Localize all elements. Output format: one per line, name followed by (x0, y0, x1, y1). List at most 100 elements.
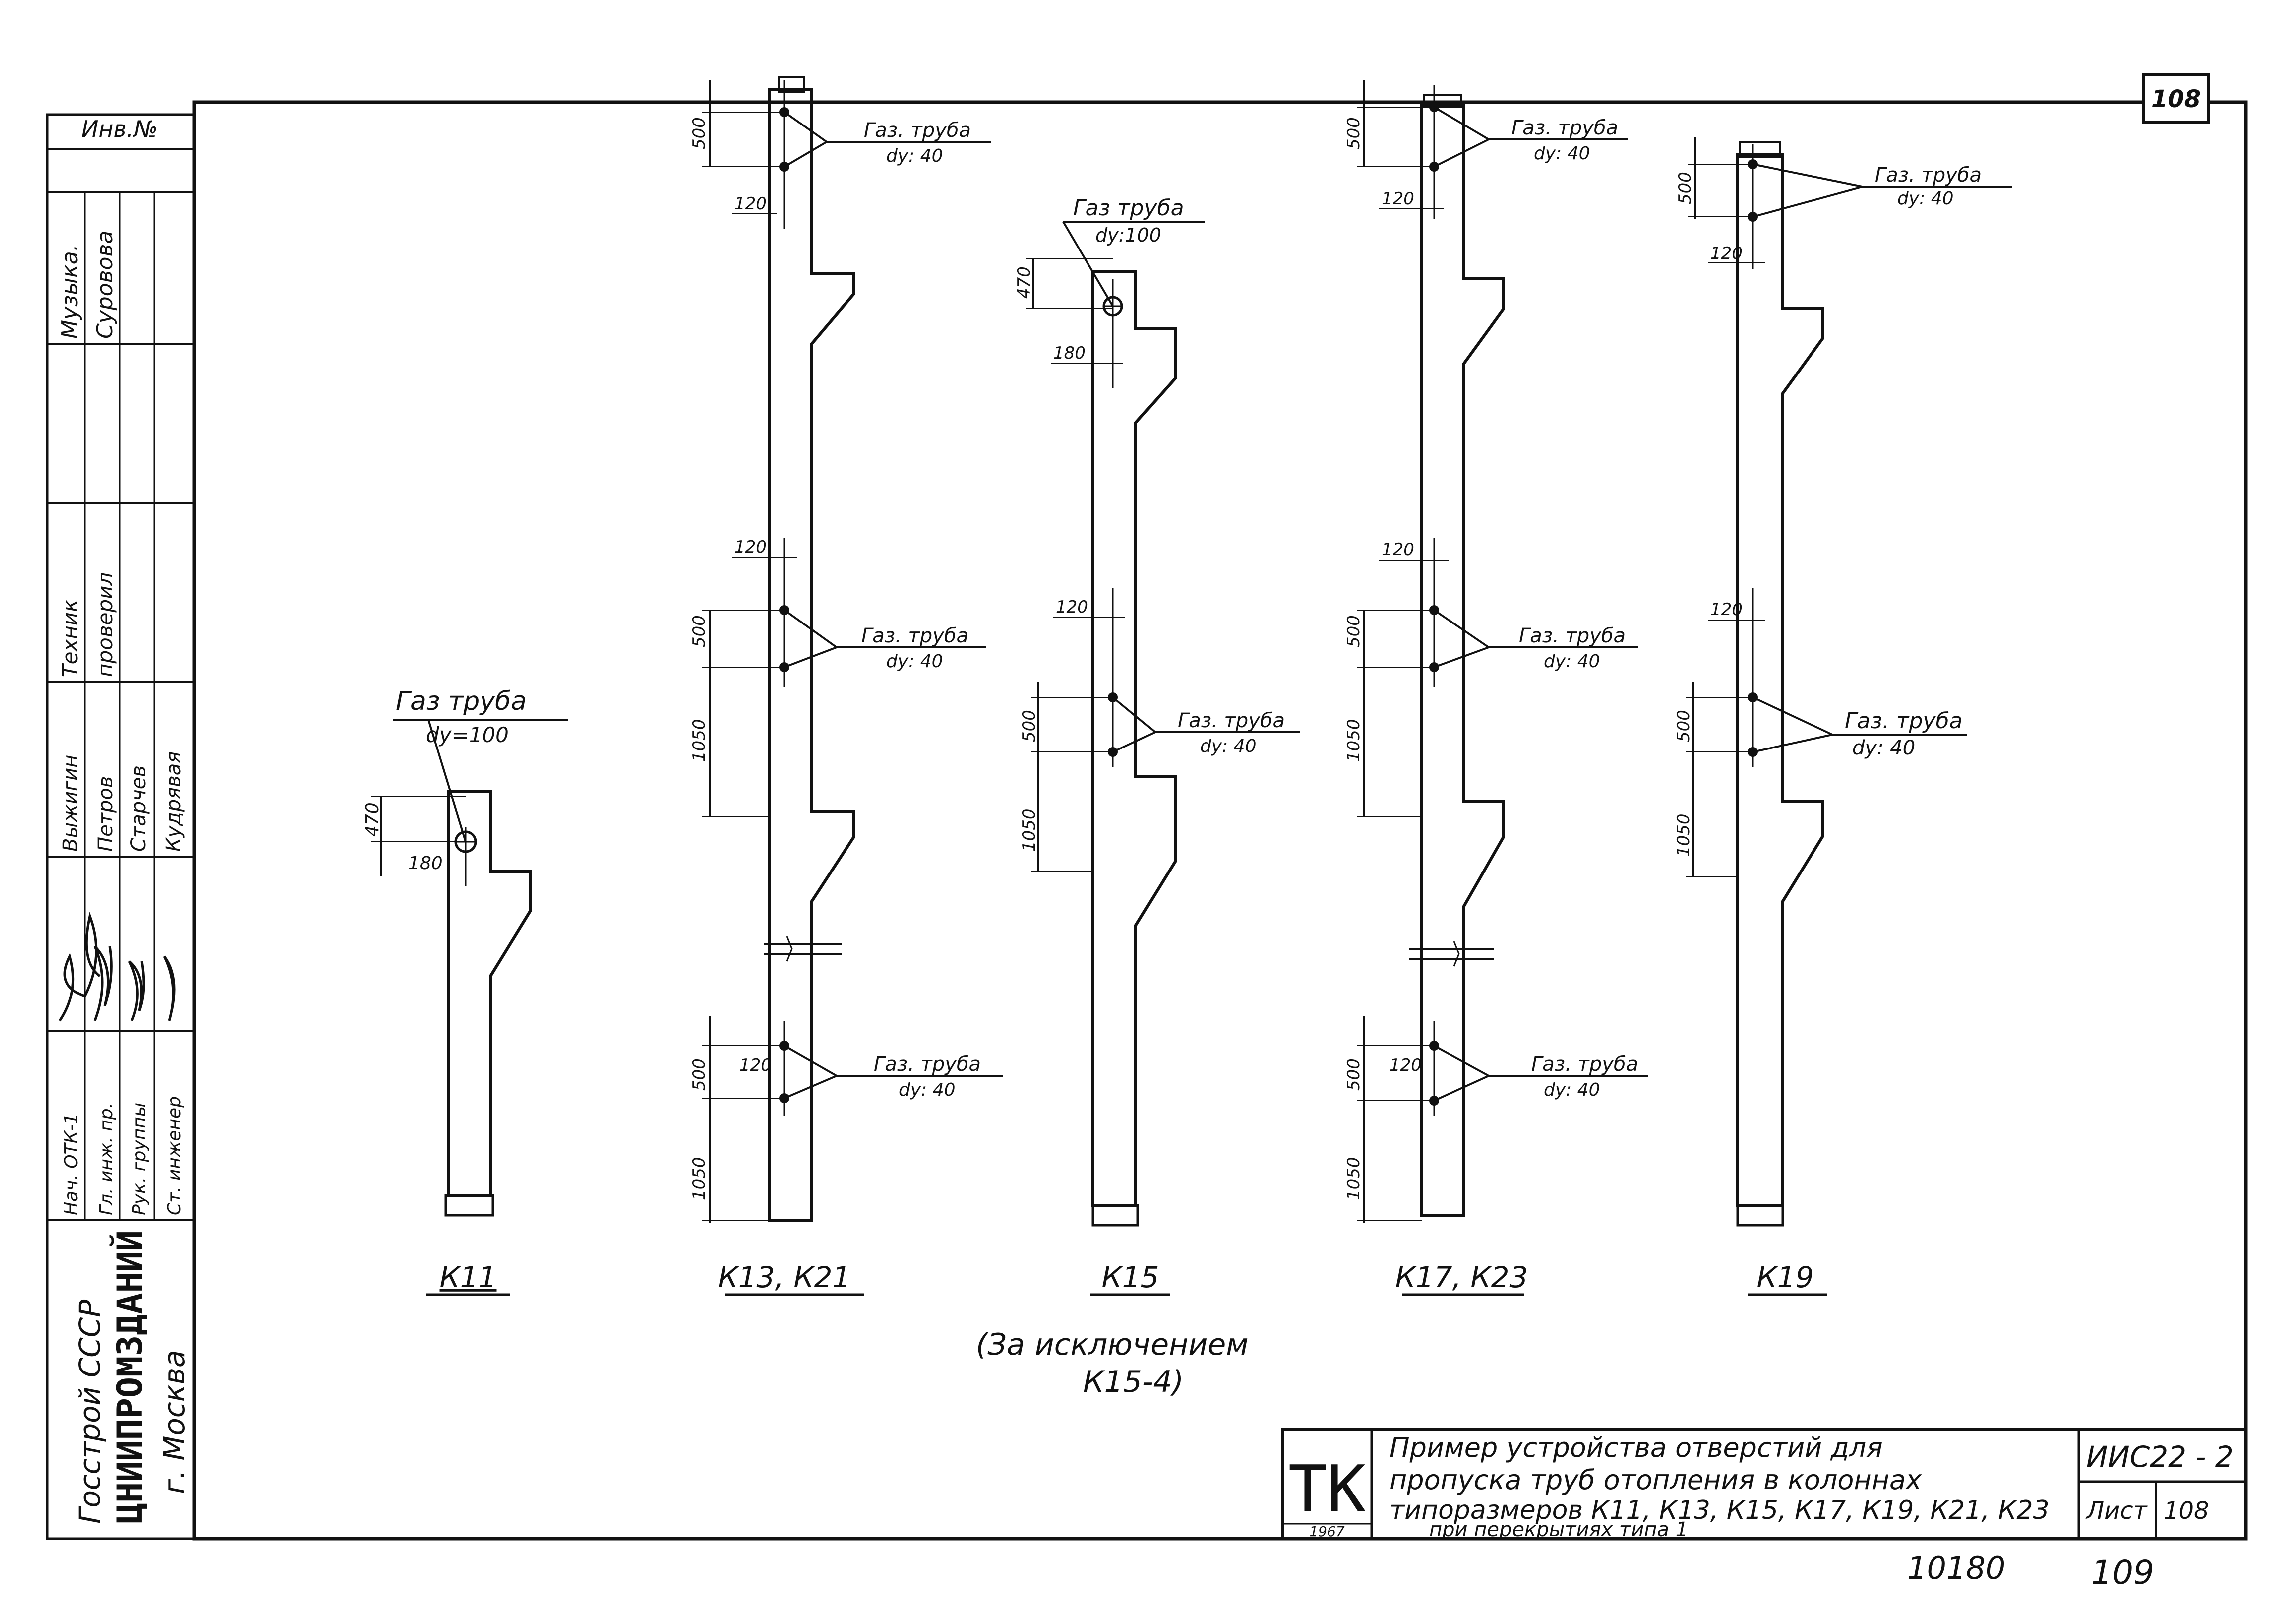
title-line-4: при перекрытиях типа 1 (1429, 1518, 1688, 1541)
note-exception-line1: (За исключением (976, 1327, 1249, 1362)
k13-pipe-dy-2: dy: 40 (886, 651, 943, 672)
label-k13-k21: К13, К21 (718, 1260, 851, 1294)
corner-number-box (2142, 73, 2210, 124)
dim-k15-120: 120 (1056, 597, 1088, 617)
dim-k15-500: 500 (1019, 710, 1039, 742)
k15-pipe-dy-1: dy:100 (1095, 224, 1161, 246)
title-line-1: Пример устройства отверстий для (1389, 1432, 1883, 1463)
dim-k15-470: 470 (1014, 266, 1034, 299)
stamp-person-starchev: Старчев (127, 765, 150, 852)
org-gosstroy: Госстрой СССР (73, 1300, 107, 1524)
k11-pipe-label: Газ труба (396, 686, 527, 716)
org-moscow: г. Москва (157, 1350, 191, 1494)
signature-scribble-2 (93, 945, 113, 1021)
archive-number: 10180 (1907, 1550, 2005, 1586)
title-block: ТК 1967 Пример устройства отверстий для … (1281, 1428, 2247, 1541)
k15-pipe-label-2: Газ. труба (1178, 709, 1285, 732)
dim-k11-180: 180 (408, 853, 443, 873)
dim-k11-470: 470 (363, 802, 383, 837)
k13-pipe-dy-1: dy: 40 (886, 146, 943, 166)
stamp-position-4: Ст. инженер (164, 1096, 185, 1215)
k15-pipe-dy-2: dy: 40 (1200, 736, 1257, 756)
stamp-role-checked: проверил (93, 572, 117, 677)
dim-k15-180: 180 (1053, 343, 1086, 363)
inventory-label: Инв.№ (81, 116, 158, 142)
title-line-3: типоразмеров К11, К13, К15, К17, К19, К2… (1389, 1495, 2050, 1525)
k17-pipe-label-1: Газ. труба (1511, 117, 1618, 139)
label-k15: К15 (1102, 1260, 1159, 1294)
sheet-number: 108 (2164, 1497, 2209, 1525)
k19-pipe-label-2: Газ. труба (1845, 708, 1963, 734)
stamp-person-vyzhigin: Выжигин (59, 755, 82, 852)
dim-k17-500-mid: 500 (1344, 615, 1364, 647)
dim-k17-1050-mid: 1050 (1344, 719, 1364, 762)
dim-k19-120-mid: 120 (1710, 600, 1743, 620)
k19-pipe-dy-1: dy: 40 (1897, 188, 1954, 209)
org-cniipromzdaniy: ЦНИИПРОМЗДАНИЙ (110, 1230, 150, 1524)
k19-pipe-label-1: Газ. труба (1875, 164, 1982, 187)
dim-k19-120-top: 120 (1710, 244, 1743, 263)
column-k17-k23: 500 120 120 500 1050 500 120 1050 Газ. т… (1344, 80, 1648, 1223)
dim-k13-500-mid: 500 (689, 615, 709, 647)
stamp-position-1: Нач. ОТК-1 (61, 1113, 82, 1215)
title-year: 1967 (1309, 1523, 1344, 1540)
dim-k19-500-mid: 500 (1674, 710, 1693, 742)
k17-pipe-label-3: Газ. труба (1531, 1053, 1638, 1076)
dim-k17-120-mid: 120 (1382, 540, 1414, 560)
k11-pipe-dy: dy=100 (426, 723, 509, 747)
k13-pipe-dy-3: dy: 40 (899, 1080, 956, 1100)
dim-k13-120-mid: 120 (734, 537, 767, 557)
tk-logo: ТК (1288, 1451, 1366, 1527)
corner-sheet-number: 108 (2151, 85, 2201, 113)
side-stamp: Инв.№ Музыка. Суровова Техник проверил В… (46, 113, 196, 1540)
column-k11: 470 180 Газ труба dy=100 (363, 686, 568, 1217)
stamp-person-petrov: Петров (94, 776, 117, 852)
stamp-role-technik: Техник (58, 599, 82, 677)
k13-pipe-label-2: Газ. труба (861, 624, 968, 647)
k17-pipe-dy-2: dy: 40 (1544, 651, 1600, 672)
sheet-label: Лист (2085, 1497, 2148, 1525)
signature-scribble-4 (163, 955, 176, 1021)
column-k19: 500 120 120 500 1050 Газ. труба dy: 40 Г… (1674, 137, 2012, 1227)
note-exception-line2: К15-4) (1083, 1365, 1184, 1399)
dim-k17-500-bot: 500 (1344, 1058, 1364, 1091)
stamp-name-surovova: Суровова (92, 231, 118, 339)
column-k13-k21: 500 120 120 500 1050 500 120 1050 Газ. т… (689, 76, 1003, 1223)
dim-k13-120-top: 120 (734, 194, 767, 214)
title-line-2: пропуска труб отопления в колоннах (1389, 1464, 1922, 1495)
dim-k17-120-top: 120 (1382, 189, 1414, 209)
dim-k17-500-top: 500 (1344, 117, 1364, 149)
dim-k17-1050-bot: 1050 (1344, 1157, 1364, 1200)
stamp-position-2: Гл. инж. пр. (96, 1103, 117, 1215)
dim-k13-500-bot: 500 (689, 1058, 709, 1091)
signature-scribble-1 (58, 912, 101, 1022)
k13-pipe-label-1: Газ. труба (864, 119, 971, 142)
stamp-person-kudryavaya: Кудрявая (162, 751, 185, 852)
sheet-frame (192, 100, 2248, 1541)
label-k11: К11 (440, 1260, 497, 1294)
dim-k13-500-top: 500 (689, 117, 709, 149)
k13-pipe-label-3: Газ. труба (874, 1053, 981, 1076)
dim-k13-1050-bot: 1050 (689, 1157, 709, 1200)
dim-k13-120-bot: 120 (739, 1055, 772, 1075)
k17-pipe-dy-1: dy: 40 (1534, 143, 1590, 164)
signature-scribble-3 (128, 960, 145, 1021)
dim-k13-1050-mid: 1050 (689, 719, 709, 762)
k17-pipe-label-2: Газ. труба (1519, 624, 1626, 647)
dim-k19-500: 500 (1675, 172, 1695, 204)
column-labels: К11 К13, К21 К15 К17, К23 К19 (426, 1260, 1827, 1296)
k15-pipe-label-1: Газ труба (1073, 195, 1184, 221)
stamp-position-3: Рук. группы (129, 1103, 150, 1215)
series-code: ИИС22 - 2 (2086, 1440, 2234, 1474)
bottom-sheet-number: 109 (2091, 1553, 2154, 1592)
label-k17-k23: К17, К23 (1395, 1260, 1528, 1294)
dim-k15-1050: 1050 (1019, 808, 1039, 852)
stamp-name-muzyka: Музыка. (57, 244, 83, 339)
k19-pipe-dy-2: dy: 40 (1852, 737, 1915, 759)
label-k19: К19 (1757, 1260, 1814, 1294)
k17-pipe-dy-3: dy: 40 (1544, 1080, 1600, 1100)
column-k15: 470 180 Газ труба dy:100 120 500 1050 Га… (1014, 195, 1300, 1227)
dim-k19-1050: 1050 (1674, 813, 1693, 857)
dim-k17-120-bot: 120 (1389, 1055, 1422, 1075)
